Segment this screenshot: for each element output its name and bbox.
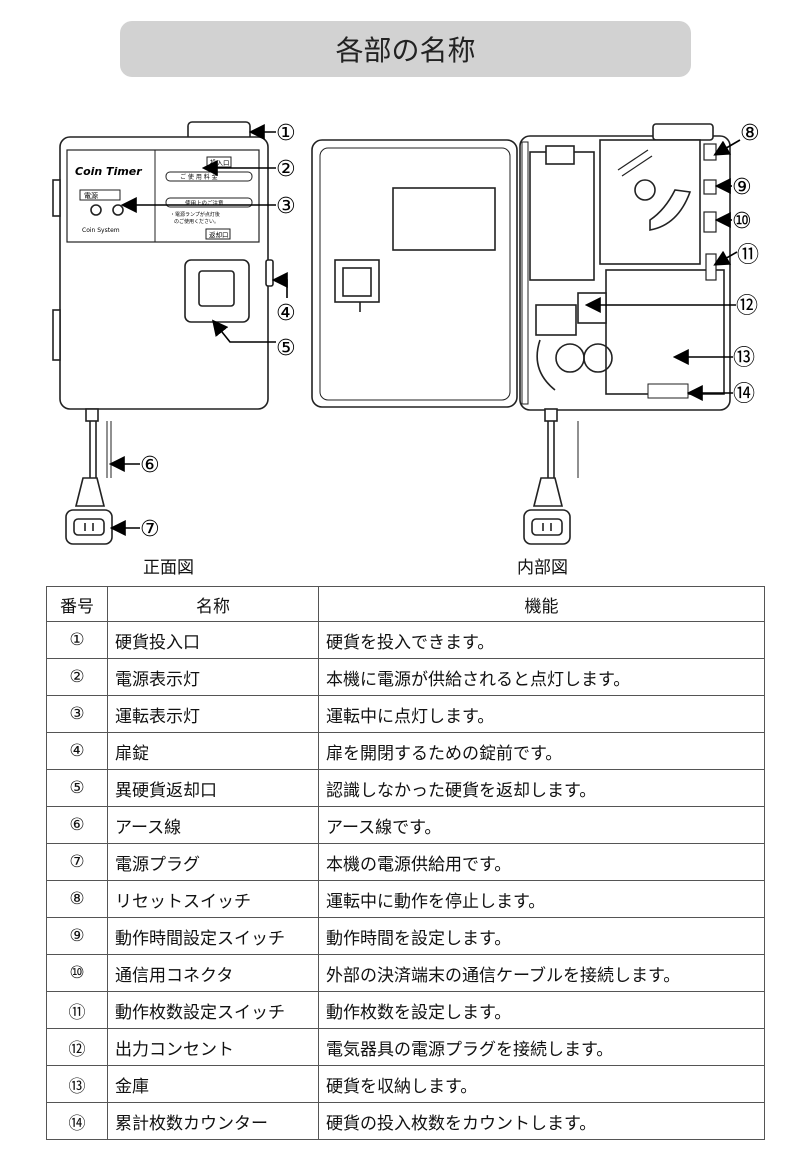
row-number: ⑥: [46, 806, 108, 844]
row-number: ⑧: [46, 880, 108, 918]
front-view: Coin Timer 電源 Coin System 投入口 ご 使 用 料 金 …: [52, 121, 274, 545]
row-number: ⑭: [46, 1102, 108, 1140]
front-caption: 正面図: [143, 558, 194, 578]
row-function: 扉を開閉するための錠前です。: [318, 732, 765, 770]
callout-6: ⑥: [140, 453, 160, 478]
power-lamp-label: 電源: [84, 191, 98, 200]
callout-9: ⑨: [732, 175, 752, 200]
row-function: 動作時間を設定します。: [318, 917, 765, 955]
callout-1: ①: [276, 121, 296, 146]
power-lamp: [90, 204, 102, 216]
row-function: 動作枚数を設定します。: [318, 991, 765, 1029]
row-function: 硬貨の投入枚数をカウントします。: [318, 1102, 765, 1140]
row-number: ⑫: [46, 1028, 108, 1066]
row-function: 電気器具の電源プラグを接続します。: [318, 1028, 765, 1066]
callout-14: ⑭: [733, 382, 755, 407]
notice-body-1: ・電源ランプが点灯後: [170, 211, 220, 218]
row-name: 通信用コネクタ: [107, 954, 319, 992]
row-number: ⑪: [46, 991, 108, 1029]
row-number: ⑨: [46, 917, 108, 955]
row-number: ⑦: [46, 843, 108, 881]
power-lamp-label-box: [79, 189, 121, 201]
row-number: ①: [46, 621, 108, 659]
callout-7: ⑦: [140, 517, 160, 542]
returns-label: 返却口: [209, 230, 229, 239]
door-lock: [265, 259, 274, 287]
row-function: アース線です。: [318, 806, 765, 844]
row-number: ④: [46, 732, 108, 770]
row-number: ⑩: [46, 954, 108, 992]
row-function: 外部の決済端末の通信ケーブルを接続します。: [318, 954, 765, 992]
row-number: ③: [46, 695, 108, 733]
row-number: ⑤: [46, 769, 108, 807]
row-number: ⑬: [46, 1065, 108, 1103]
internal-view: [311, 123, 731, 545]
callout-8: ⑧: [740, 121, 760, 146]
callout-11: ⑪: [737, 243, 759, 268]
brand-label: Coin Timer: [75, 165, 142, 178]
row-function: 本機の電源供給用です。: [318, 843, 765, 881]
row-name: 金庫: [107, 1065, 319, 1103]
callout-10: ⑩: [732, 209, 752, 234]
notice-body-2: のご使用ください。: [174, 218, 219, 225]
header-function: 機能: [318, 586, 765, 622]
row-name: 硬貨投入口: [107, 621, 319, 659]
row-name: リセットスイッチ: [107, 880, 319, 918]
row-name: 運転表示灯: [107, 695, 319, 733]
callout-12: ⑫: [736, 294, 758, 319]
header-number: 番号: [46, 586, 108, 622]
row-name: 電源プラグ: [107, 843, 319, 881]
row-function: 運転中に点灯します。: [318, 695, 765, 733]
notice-title: 使用上のご注意: [185, 199, 224, 207]
return-slot-inner: [198, 270, 235, 307]
header-name: 名称: [107, 586, 319, 622]
table-header-row: 番号 名称 機能: [46, 586, 765, 622]
internal-caption: 内部図: [517, 558, 568, 578]
row-name: アース線: [107, 806, 319, 844]
row-name: 扉錠: [107, 732, 319, 770]
insert-label: 投入口: [210, 158, 230, 167]
device-diagram: Coin Timer 電源 Coin System 投入口 ご 使 用 料 金 …: [52, 121, 760, 545]
row-name: 累計枚数カウンター: [107, 1102, 319, 1140]
usage-label: ご 使 用 料 金: [180, 173, 218, 181]
row-name: 動作枚数設定スイッチ: [107, 991, 319, 1029]
page-title: 各部の名称: [120, 21, 691, 77]
row-name: 異硬貨返却口: [107, 769, 319, 807]
plug-body: [74, 477, 106, 507]
row-function: 本機に電源が供給されると点灯します。: [318, 658, 765, 696]
row-function: 運転中に動作を停止します。: [318, 880, 765, 918]
callout-3: ③: [276, 194, 296, 219]
row-name: 電源表示灯: [107, 658, 319, 696]
row-number: ②: [46, 658, 108, 696]
callout-4: ④: [276, 301, 296, 326]
row-name: 出力コンセント: [107, 1028, 319, 1066]
callout-5: ⑤: [276, 336, 296, 361]
row-function: 硬貨を投入できます。: [318, 621, 765, 659]
callout-2: ②: [276, 157, 296, 182]
system-label: Coin System: [82, 227, 120, 234]
callout-13: ⑬: [733, 346, 755, 371]
row-function: 硬貨を収納します。: [318, 1065, 765, 1103]
row-name: 動作時間設定スイッチ: [107, 917, 319, 955]
row-function: 認識しなかった硬貨を返却します。: [318, 769, 765, 807]
